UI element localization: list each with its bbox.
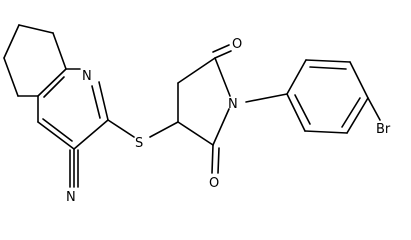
bond-c2p-c3p	[177, 121, 214, 146]
bond-ar2	[305, 59, 351, 63]
bond-ar4-inner	[341, 97, 361, 128]
bond-c2-c3	[73, 119, 109, 150]
bond-c8a-c8	[52, 32, 67, 70]
bond-ar1	[286, 59, 307, 95]
bond-ar2-inner	[309, 66, 347, 70]
atom-s-thioether: S	[135, 136, 143, 151]
bond-ar5	[304, 130, 348, 134]
structure-svg: N N S N O O Br	[3, 24, 391, 205]
bond-s-c3p	[149, 121, 179, 138]
bond-c2p-o-a	[211, 144, 214, 174]
bond-c5p-o-a	[214, 50, 232, 59]
atom-n-imide: N	[228, 97, 238, 112]
bond-ar4	[346, 97, 369, 134]
bond-c8a-c4a-inner	[43, 76, 65, 98]
bond-c6-c5	[3, 57, 19, 97]
bond-ar6-inner	[294, 94, 311, 125]
bond-c2-s	[107, 119, 135, 138]
bond-n-aryl	[245, 93, 288, 103]
molecule-diagram: N N S N O O Br	[3, 24, 391, 205]
bond-c5p-n	[214, 57, 231, 97]
bonds	[3, 24, 381, 188]
atom-o-bottom: O	[209, 176, 219, 191]
bond-n1-c2	[98, 81, 109, 121]
bond-c4p-c5p	[177, 57, 216, 84]
bond-c7-c6	[3, 24, 20, 59]
bond-c5p-o-b	[212, 44, 230, 53]
bond-c8-c7	[18, 24, 54, 34]
atom-o-top: O	[232, 37, 242, 52]
bond-n1-c2-inner	[91, 85, 101, 119]
bond-c8a-c4a	[37, 68, 67, 97]
bond-c3-c4-inner	[42, 118, 73, 142]
atom-n-quinoline: N	[82, 69, 92, 84]
atom-n-nitrile: N	[66, 190, 76, 205]
bond-c2p-o-b	[217, 147, 220, 174]
bond-c3-c4	[37, 121, 75, 150]
atom-labels: N N S N O O Br	[66, 37, 391, 205]
bond-c-br	[367, 97, 381, 121]
bond-ar6	[286, 93, 306, 132]
atom-br: Br	[376, 122, 391, 137]
bond-ar3	[349, 61, 369, 99]
bond-n-c2p	[212, 108, 230, 146]
